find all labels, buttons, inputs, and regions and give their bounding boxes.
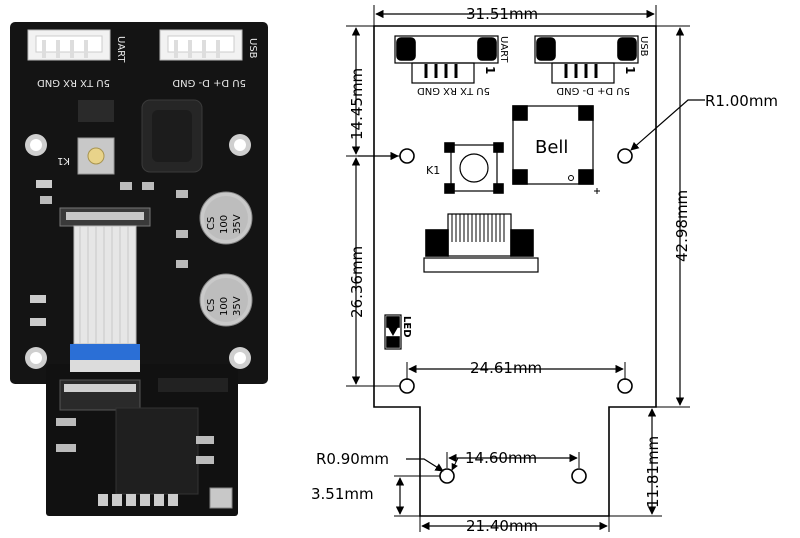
drawing-uart-pins: 5U TX RX GND xyxy=(417,85,490,96)
photo-cap2-line1: CS xyxy=(206,299,217,312)
bell-buzzer xyxy=(512,105,594,185)
photo-cap2-line3: 35V xyxy=(232,296,243,316)
capacitor-icon xyxy=(199,191,253,245)
led-icon xyxy=(384,314,402,350)
dim-overall-height: 42.98mm xyxy=(673,190,691,262)
dim-top-hole-offset: 14.45mm xyxy=(348,68,366,140)
board-outline xyxy=(373,25,657,517)
uart-connector xyxy=(27,29,111,61)
drawing-button-icon xyxy=(444,142,504,194)
drawing-uart-pin1: 1 xyxy=(483,66,497,74)
mount-hole-top-left-icon xyxy=(399,148,415,164)
dim-hole-spacing-top: 24.61mm xyxy=(470,359,542,377)
photo-usb-pins: 5U D+ D- GND xyxy=(172,77,246,88)
drawing-button-label: K1 xyxy=(426,164,440,177)
dim-hole-spacing-bottom: 14.60mm xyxy=(465,449,537,467)
capacitor-icon xyxy=(199,273,253,327)
drawing-fpc-connector xyxy=(423,213,539,273)
drawing-usb-label: USB xyxy=(638,36,649,57)
mount-hole-mid-left-icon xyxy=(399,378,415,394)
photo-cap1-line1: CS xyxy=(206,217,217,230)
dim-hole-radius-bottom: R0.90mm xyxy=(316,450,389,468)
usb-connector xyxy=(159,29,243,61)
dimension-drawing xyxy=(346,5,705,532)
dim-tab-width: 21.40mm xyxy=(466,517,538,535)
drawing-led-label: LED xyxy=(401,316,412,338)
photo-uart-pins: 5U TX RX GND xyxy=(37,77,110,88)
drawing-usb-pin1: 1 xyxy=(623,66,637,74)
drawing-bell-label: Bell xyxy=(535,137,568,158)
photo-usb-label: USB xyxy=(247,38,258,59)
dim-hole-radius-top: R1.00mm xyxy=(705,92,778,110)
photo-uart-label: UART xyxy=(115,36,126,63)
dim-tab-height: 11.81mm xyxy=(644,436,662,508)
dim-left-height: 26.36mm xyxy=(348,246,366,318)
photo-cap2-line2: 100 xyxy=(219,297,230,316)
photo-button-label: K1 xyxy=(57,155,70,166)
mount-hole-top-right-icon xyxy=(617,148,633,164)
photo-cap1-line3: 35V xyxy=(232,214,243,234)
dim-top-width: 31.51mm xyxy=(466,5,538,23)
photo-cap1-line2: 100 xyxy=(219,215,230,234)
drawing-usb-pins: 5U D+ D- GND xyxy=(556,85,630,96)
ribbon-cable xyxy=(70,225,140,372)
dim-bottom-hole-offset: 3.51mm xyxy=(311,485,374,503)
mount-hole-bottom-right-icon xyxy=(571,468,587,484)
pcb-photo: UART 5U TX RX GND USB 5U D+ D- GND K1 xyxy=(10,22,268,516)
push-button-icon xyxy=(77,137,115,175)
drawing-labels: UART 1 5U TX RX GND USB 1 5U D+ D- GND B… xyxy=(311,5,778,535)
mount-hole-mid-right-icon xyxy=(617,378,633,394)
drawing-uart-label: UART xyxy=(498,36,509,63)
